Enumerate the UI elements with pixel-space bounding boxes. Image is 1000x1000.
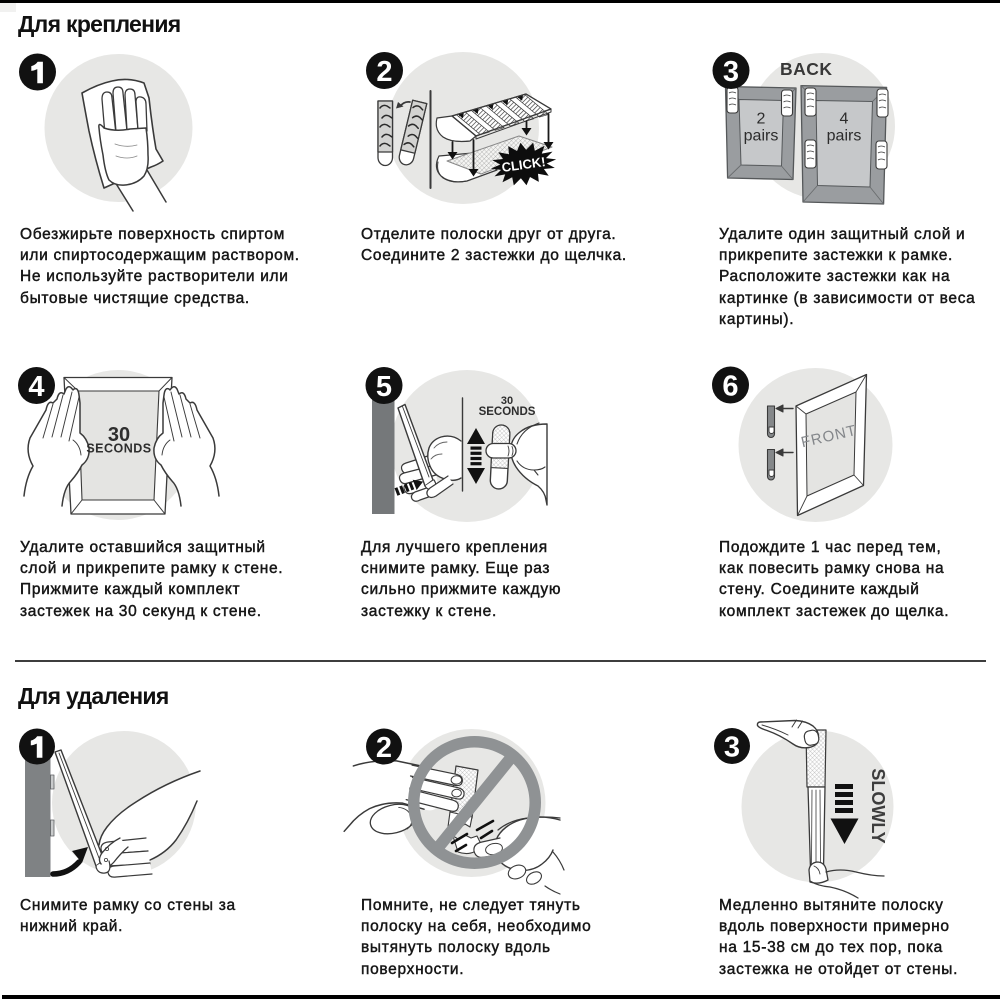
svg-text:5: 5	[376, 371, 392, 403]
svg-text:2: 2	[757, 111, 766, 128]
svg-text:pairs: pairs	[827, 128, 862, 145]
svg-text:30: 30	[501, 395, 513, 407]
svg-text:4: 4	[28, 371, 44, 403]
svg-text:6: 6	[722, 371, 738, 403]
svg-text:2: 2	[376, 56, 392, 88]
svg-text:2: 2	[376, 732, 392, 764]
svg-text:CLICK!: CLICK!	[501, 154, 547, 175]
svg-text:4: 4	[840, 111, 849, 128]
svg-text:pairs: pairs	[744, 128, 779, 145]
svg-text:SECONDS: SECONDS	[86, 442, 151, 456]
svg-text:SLOWLY: SLOWLY	[868, 768, 888, 843]
svg-text:3: 3	[723, 56, 739, 88]
svg-text:BACK: BACK	[780, 59, 833, 79]
svg-text:3: 3	[724, 732, 740, 764]
svg-text:30: 30	[108, 424, 130, 446]
svg-text:SECONDS: SECONDS	[479, 406, 536, 418]
